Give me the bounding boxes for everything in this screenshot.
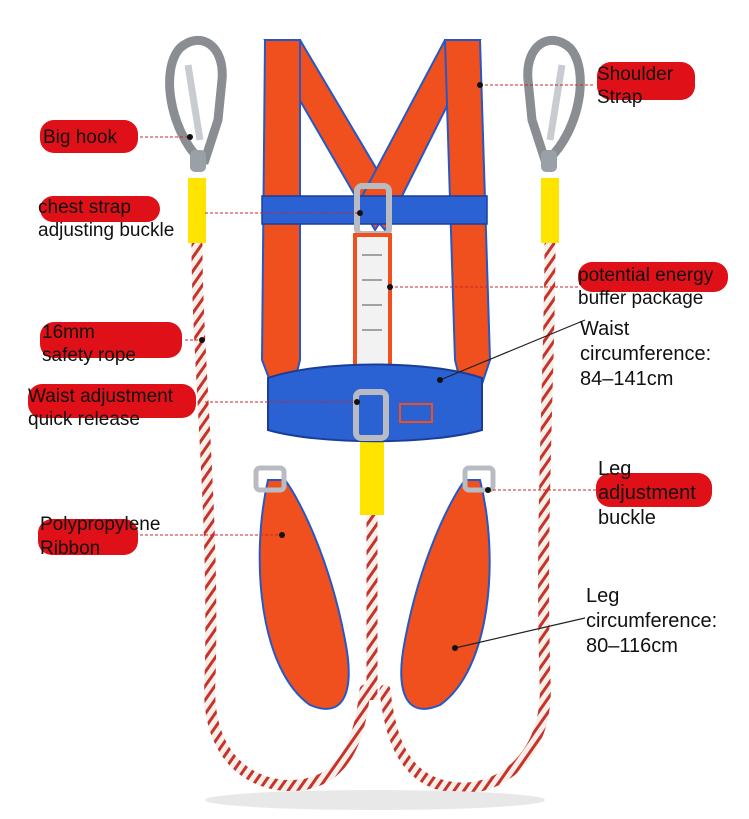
safety-rope [191,239,556,794]
ribbon-label-2: Ribbon [40,538,101,559]
waist-adjustment-label-2: quick release [28,409,140,430]
right-yellow-sleeve [541,178,559,243]
chest-strap-label-2: adjusting buckle [38,220,175,241]
label-pill-ribbon [38,519,138,555]
waist-buckle [353,389,389,441]
waist-circumference-label-3: 84–141cm [580,368,674,390]
floor-shadow [205,790,545,810]
label-pill-waist-adj [28,384,196,418]
right-leg-buckle [462,465,496,493]
big-hook-label: Big hook [43,127,117,148]
leg-circumference-label-2: circumference: [586,610,718,632]
left-big-hook-icon [165,35,227,172]
label-pill-chest [40,196,160,222]
buffer-package-label-2: buffer package [578,288,704,309]
label-pill-big-hook [40,120,138,153]
center-yellow-sleeve [360,440,384,515]
waist-circumference-label-1: Waist [580,318,630,340]
leg-adjustment-label-3: buckle [598,507,656,529]
chest-strap [261,195,488,225]
leader-dots [187,82,491,651]
leg-adjustment-label-2: adjustment [598,482,696,504]
buffer-package [353,233,392,372]
label-pill-rope [40,322,182,358]
label-pill-buffer [578,262,728,292]
left-yellow-sleeve [188,178,206,243]
leg-circumference-label-3: 80–116cm [586,635,678,657]
leg-adjustment-label-1: Leg [598,458,632,480]
waist-pad-stitching [399,403,433,423]
shoulder-strap-label-1: Shoulder [597,64,674,85]
label-pill-shoulder [597,62,695,100]
leg-circumference-label-1: Leg [586,585,620,607]
buffer-package-label-1: potential energy [578,265,714,286]
safety-rope-label-1: 16mm [42,322,95,343]
right-big-hook-icon [523,35,585,172]
chest-strap-label-1: chest strap [38,197,131,218]
label-pill-leg-adj [596,473,712,507]
safety-rope-label-2: safety rope [42,345,136,366]
black-leader-lines [439,319,586,649]
waist-circumference-label-2: circumference: [580,343,712,365]
left-leg-buckle [253,465,287,493]
leader-lines [135,84,598,536]
shoulder-strap-label-2: Strap [597,87,643,108]
waist-adjustment-label-1: Waist adjustment [28,386,174,407]
ribbon-label-1: Polypropylene [40,514,161,535]
